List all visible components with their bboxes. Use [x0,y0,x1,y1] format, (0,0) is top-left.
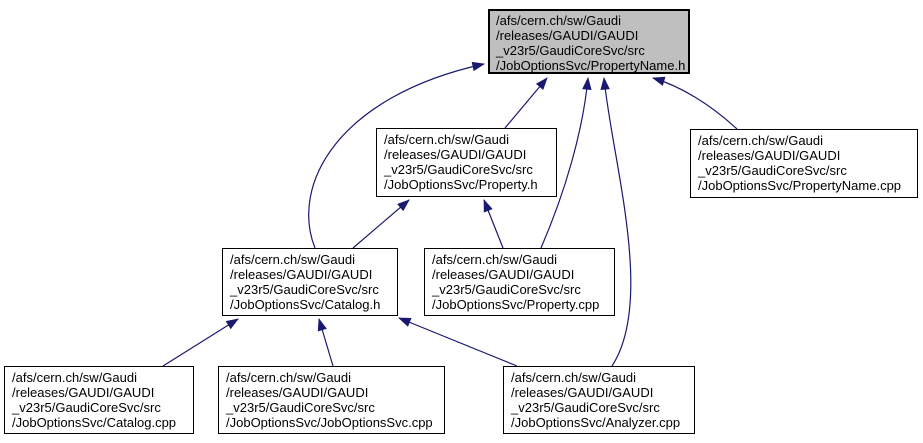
node-line: /afs/cern.ch/sw/Gaudi [226,370,351,385]
node-propertyname-h[interactable]: /afs/cern.ch/sw/Gaudi /releases/GAUDI/GA… [488,9,690,74]
node-line: /JobOptionsSvc/PropertyName.h [496,58,686,73]
node-line: /JobOptionsSvc/JobOptionsSvc.cpp [226,415,433,430]
node-line: /JobOptionsSvc/Property.h [384,177,538,192]
node-line: _v23r5/GaudiCoreSvc/src [12,400,161,415]
node-line: _v23r5/GaudiCoreSvc/src [384,162,533,177]
edge-analyzer-cpp-to-catalog-h [398,317,518,367]
node-line: /afs/cern.ch/sw/Gaudi [384,132,509,147]
node-line: /releases/GAUDI/GAUDI [511,385,654,400]
node-line: /afs/cern.ch/sw/Gaudi [230,252,355,267]
node-line: /releases/GAUDI/GAUDI [12,385,155,400]
node-line: /releases/GAUDI/GAUDI [698,148,841,163]
node-line: _v23r5/GaudiCoreSvc/src [230,282,379,297]
node-line: /JobOptionsSvc/Catalog.h [230,297,381,312]
node-line: /releases/GAUDI/GAUDI [496,28,639,43]
node-line: _v23r5/GaudiCoreSvc/src [432,282,581,297]
edge-catalog-h-to-property-h [352,199,410,249]
edge-analyzer-cpp-to-propertyname-h [600,76,632,367]
node-line: /releases/GAUDI/GAUDI [432,267,575,282]
node-line: /JobOptionsSvc/Property.cpp [432,297,600,312]
node-line: _v23r5/GaudiCoreSvc/src [698,163,847,178]
node-property-h[interactable]: /afs/cern.ch/sw/Gaudi /releases/GAUDI/GA… [376,128,557,197]
node-analyzer-cpp[interactable]: /afs/cern.ch/sw/Gaudi /releases/GAUDI/GA… [503,366,695,434]
edge-catalog-cpp-to-catalog-h [162,318,239,367]
edge-joboptionssvc-cpp-to-catalog-h [317,317,334,367]
node-line: _v23r5/GaudiCoreSvc/src [496,43,645,58]
node-line: /JobOptionsSvc/Analyzer.cpp [511,415,681,430]
node-line: _v23r5/GaudiCoreSvc/src [511,400,660,415]
node-catalog-h[interactable]: /afs/cern.ch/sw/Gaudi /releases/GAUDI/GA… [222,248,398,316]
node-line: /afs/cern.ch/sw/Gaudi [12,370,137,385]
node-line: /afs/cern.ch/sw/Gaudi [496,13,621,28]
edge-property-cpp-to-property-h [483,199,504,249]
node-line: /releases/GAUDI/GAUDI [226,385,369,400]
node-joboptionssvc-cpp[interactable]: /afs/cern.ch/sw/Gaudi /releases/GAUDI/GA… [218,366,445,434]
node-line: /releases/GAUDI/GAUDI [384,147,527,162]
node-line: /afs/cern.ch/sw/Gaudi [511,370,636,385]
node-line: /afs/cern.ch/sw/Gaudi [432,252,557,267]
node-line: /JobOptionsSvc/PropertyName.cpp [698,178,902,193]
node-catalog-cpp[interactable]: /afs/cern.ch/sw/Gaudi /releases/GAUDI/GA… [4,366,194,434]
node-line: /releases/GAUDI/GAUDI [230,267,373,282]
node-property-cpp[interactable]: /afs/cern.ch/sw/Gaudi /releases/GAUDI/GA… [424,248,615,316]
node-line: /afs/cern.ch/sw/Gaudi [698,133,823,148]
node-propertyname-cpp[interactable]: /afs/cern.ch/sw/Gaudi /releases/GAUDI/GA… [690,129,918,198]
node-line: /JobOptionsSvc/Catalog.cpp [12,415,177,430]
edge-propertyname-cpp-to-propertyname-h [651,76,738,130]
edge-property-h-to-propertyname-h [504,77,548,129]
node-line: _v23r5/GaudiCoreSvc/src [226,400,375,415]
